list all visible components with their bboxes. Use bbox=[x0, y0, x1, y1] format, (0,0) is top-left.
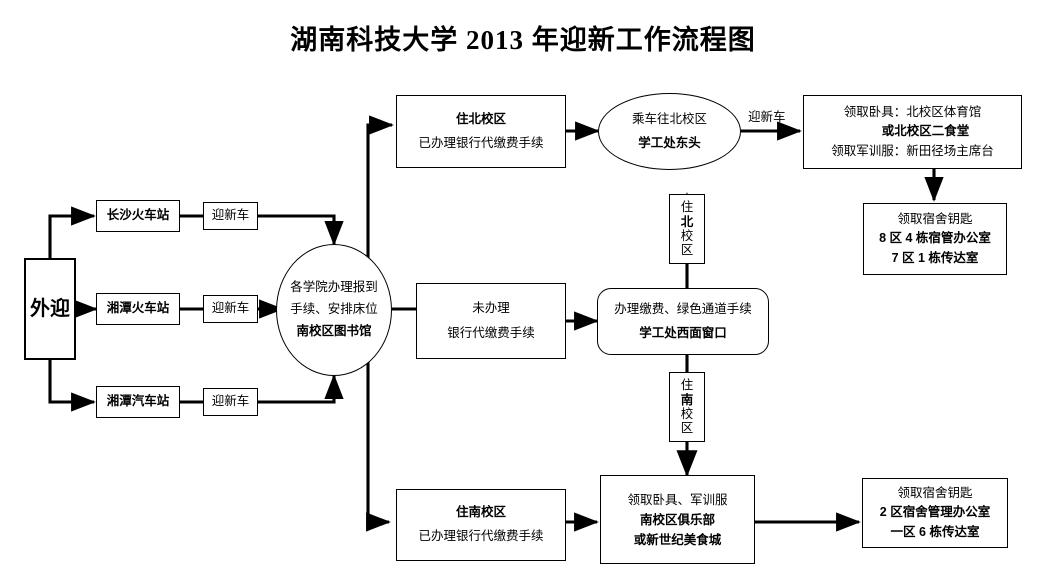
node-station-xiangtan-bus-label: 湘潭汽车站 bbox=[106, 394, 170, 409]
node-unpaid-line2: 银行代缴费手续 bbox=[447, 326, 535, 340]
edge-label-live-south: 住 南 校 区 bbox=[669, 372, 705, 442]
node-south-supplies-line3: 或新世纪美食城 bbox=[633, 532, 722, 547]
live-north-char-3: 区 bbox=[680, 243, 694, 258]
node-shuttle-2-label: 迎新车 bbox=[211, 301, 250, 316]
node-south-keys[interactable]: 领取宿舍钥匙 2 区宿舍管理办公室 一区 6 栋传达室 bbox=[862, 478, 1008, 548]
node-north-ride-line2: 学工处东头 bbox=[638, 135, 701, 150]
node-south-keys-line1: 领取宿舍钥匙 bbox=[897, 485, 973, 500]
north-supplies-text-3: 领取军训服：新田径场主席台 bbox=[831, 143, 994, 158]
node-north-keys-line1: 领取宿舍钥匙 bbox=[897, 211, 973, 226]
node-north-keys-line3: 7 区 1 栋传达室 bbox=[891, 250, 979, 265]
live-south-char-3: 区 bbox=[680, 421, 694, 436]
node-shuttle-1[interactable]: 迎新车 bbox=[203, 202, 258, 230]
node-north-ride-line1: 乘车往北校区 bbox=[631, 112, 707, 127]
node-south-supplies-line1: 领取卧具、军训服 bbox=[627, 492, 728, 507]
live-north-char-1: 北 bbox=[680, 214, 694, 229]
node-south-keys-line2: 2 区宿舍管理办公室 bbox=[879, 505, 991, 520]
node-north-supplies-line1: 领取卧具：北校区体育馆 bbox=[844, 103, 982, 122]
node-unpaid[interactable]: 未办理 银行代缴费手续 bbox=[416, 283, 566, 359]
node-station-xiangtan-train[interactable]: 湘潭火车站 bbox=[96, 293, 180, 325]
node-north-keys-line2: 8 区 4 栋宿管办公室 bbox=[879, 231, 991, 246]
node-south-keys-line3: 一区 6 栋传达室 bbox=[890, 524, 980, 539]
node-library-line2: 手续、安排床位 bbox=[290, 302, 378, 317]
node-welcome-label: 外迎 bbox=[30, 297, 70, 320]
live-north-char-2: 校 bbox=[680, 229, 694, 243]
node-south-supplies-line2: 南校区俱乐部 bbox=[639, 512, 715, 527]
node-north-keys[interactable]: 领取宿舍钥匙 8 区 4 栋宿管办公室 7 区 1 栋传达室 bbox=[863, 203, 1007, 275]
node-shuttle-3[interactable]: 迎新车 bbox=[203, 388, 258, 416]
node-library-line3: 南校区图书馆 bbox=[296, 323, 372, 338]
north-supplies-text-1: 领取卧具：北校区体育馆 bbox=[843, 104, 982, 119]
node-north-paid[interactable]: 住北校区 已办理银行代缴费手续 bbox=[396, 95, 566, 168]
node-north-supplies[interactable]: 领取卧具：北校区体育馆 或北校区二食堂 领取军训服：新田径场主席台 bbox=[803, 95, 1022, 169]
node-station-changsha[interactable]: 长沙火车站 bbox=[96, 200, 180, 232]
node-welcome[interactable]: 外迎 bbox=[24, 258, 76, 360]
node-south-paid[interactable]: 住南校区 已办理银行代缴费手续 bbox=[396, 489, 566, 561]
node-shuttle-3-label: 迎新车 bbox=[211, 394, 250, 409]
node-payment-window-line1: 办理缴费、绿色通道手续 bbox=[614, 302, 752, 317]
node-station-xiangtan-train-label: 湘潭火车站 bbox=[106, 301, 170, 316]
node-south-paid-line1: 住南校区 bbox=[455, 505, 506, 520]
edge-label-live-north: 住 北 校 区 bbox=[669, 194, 705, 264]
page-title: 湖南科技大学 2013 年迎新工作流程图 bbox=[290, 25, 756, 55]
node-payment-window-line2: 学工处西面窗口 bbox=[639, 325, 727, 340]
node-north-ride[interactable]: 乘车往北校区 学工处东头 bbox=[598, 93, 741, 170]
node-north-paid-line1: 住北校区 bbox=[455, 111, 506, 126]
node-station-changsha-label: 长沙火车站 bbox=[106, 208, 170, 223]
node-library[interactable]: 各学院办理报到 手续、安排床位 南校区图书馆 bbox=[276, 244, 392, 376]
live-south-char-0: 住 bbox=[680, 378, 694, 393]
live-south-char-1: 南 bbox=[680, 392, 694, 407]
node-shuttle-2[interactable]: 迎新车 bbox=[203, 295, 258, 323]
live-south-char-2: 校 bbox=[680, 407, 694, 421]
node-unpaid-line1: 未办理 bbox=[472, 301, 510, 315]
node-shuttle-1-label: 迎新车 bbox=[211, 208, 250, 223]
node-north-paid-line2: 已办理银行代缴费手续 bbox=[418, 135, 544, 150]
north-supplies-text-2: 或北校区二食堂 bbox=[881, 124, 970, 139]
edge-label-north-shuttle: 迎新车 bbox=[748, 110, 786, 124]
node-payment-window[interactable]: 办理缴费、绿色通道手续 学工处西面窗口 bbox=[597, 288, 769, 355]
node-north-supplies-line3: 领取军训服：新田径场主席台 bbox=[831, 142, 994, 161]
live-north-char-0: 住 bbox=[680, 200, 694, 215]
node-library-line1: 各学院办理报到 bbox=[290, 280, 378, 295]
node-station-xiangtan-bus[interactable]: 湘潭汽车站 bbox=[96, 386, 180, 418]
node-south-supplies[interactable]: 领取卧具、军训服 南校区俱乐部 或新世纪美食城 bbox=[600, 475, 755, 564]
node-north-supplies-line2: 或北校区二食堂 bbox=[856, 122, 970, 141]
node-south-paid-line2: 已办理银行代缴费手续 bbox=[418, 529, 544, 543]
